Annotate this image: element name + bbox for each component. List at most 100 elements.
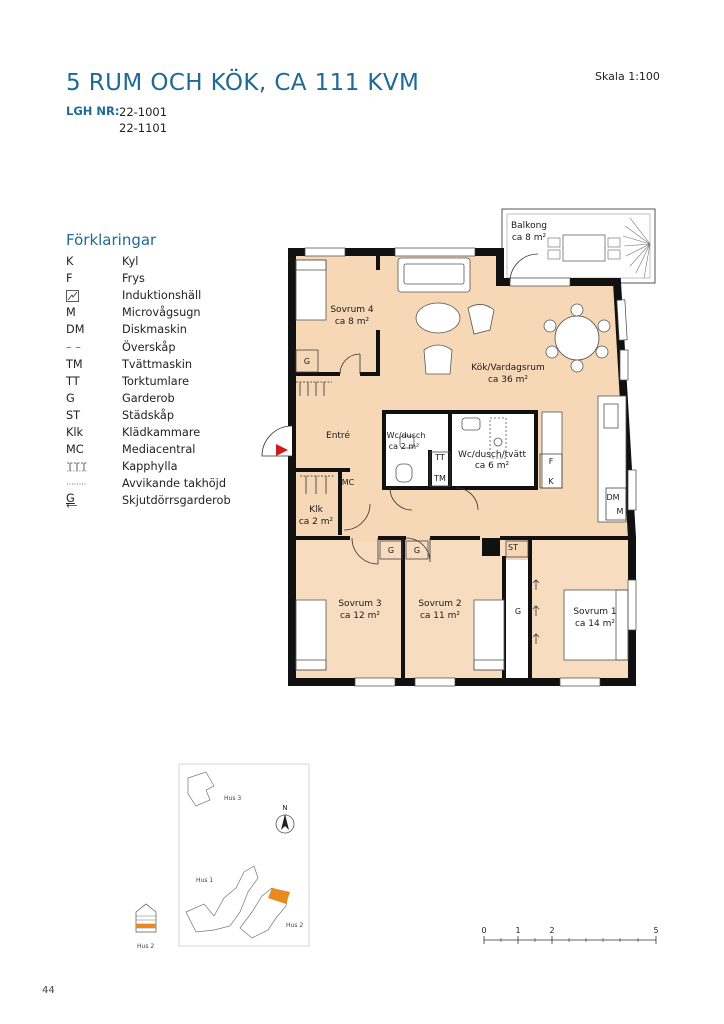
entrance-door xyxy=(261,425,293,457)
room-name: Sovrum 1 xyxy=(573,607,616,617)
doors xyxy=(339,353,479,565)
page-title: 5 RUM OCH KÖK, CA 111 KVM xyxy=(66,70,420,96)
apartment-number: 22-1001 xyxy=(119,105,168,119)
building-hus3 xyxy=(187,771,215,807)
legend-item: – –Överskåp xyxy=(66,338,231,355)
kitchen-counter xyxy=(597,395,627,523)
freezer-label: F xyxy=(549,457,554,466)
bed-sovrum2 xyxy=(473,599,505,671)
room-name: Klk xyxy=(309,505,323,515)
apartment-number-label: LGH NR: xyxy=(66,104,120,118)
legend-item: Induktionshäll xyxy=(66,287,231,304)
cleaning-cabinet-label: ST xyxy=(508,543,518,552)
page-number: 44 xyxy=(42,985,55,996)
legend-label: Klädkammare xyxy=(122,425,201,439)
room-area: ca 8 m² xyxy=(335,317,370,327)
elevation-icon: Hus 2 xyxy=(135,903,157,950)
sliding-door-arrows xyxy=(532,579,540,644)
scale-tick-label: 0 xyxy=(481,926,486,935)
scale-label: Skala 1:100 xyxy=(595,70,660,83)
coat-rack xyxy=(296,381,334,494)
dining-table xyxy=(554,315,600,361)
shower xyxy=(489,417,507,459)
legend-label: Mediacentral xyxy=(122,443,196,457)
dishwasher-label: DM xyxy=(606,493,619,502)
legend-item: Avvikande takhöjd xyxy=(66,475,231,492)
room-area: ca 12 m² xyxy=(340,611,380,621)
garderob-label: G xyxy=(388,546,394,555)
legend-abbr: G xyxy=(66,391,75,405)
hob xyxy=(603,403,619,429)
room-area: ca 14 m² xyxy=(575,619,615,629)
legend-label: Städskåp xyxy=(122,408,175,422)
legend-label: Kapphylla xyxy=(122,460,178,474)
entrance-arrow-icon xyxy=(276,444,288,456)
room-name: Sovrum 4 xyxy=(330,305,374,315)
legend-label: Tvättmaskin xyxy=(122,357,193,371)
room-name: Sovrum 2 xyxy=(418,599,461,609)
legend-abbr: MC xyxy=(66,443,84,457)
legend-abbr-text: G xyxy=(66,491,75,505)
toilet xyxy=(395,463,413,483)
interior-walls xyxy=(292,254,632,682)
dotted-line-icon xyxy=(67,483,87,485)
balcony-door xyxy=(509,253,539,283)
site-label-hus1: Hus 1 xyxy=(196,877,213,884)
legend-item: G Skjutdörrsgarderob xyxy=(66,492,231,509)
balcony-sunshade xyxy=(622,217,651,279)
elevation-label: Hus 2 xyxy=(137,943,154,950)
legend-label: Skjutdörrsgarderob xyxy=(122,494,231,508)
room-area: ca 2 m² xyxy=(389,442,419,451)
wardrobes xyxy=(295,349,627,560)
sofa xyxy=(397,257,471,293)
legend-label: Avvikande takhöjd xyxy=(122,477,226,491)
bed-sovrum3 xyxy=(295,599,327,671)
legend-abbr: DM xyxy=(66,323,85,337)
legend-abbr: TM xyxy=(66,357,83,371)
bathroom-sink xyxy=(461,417,481,431)
room-area: ca 2 m² xyxy=(299,517,334,527)
site-plan: N Hus 3 Hus 1 Hus 2 xyxy=(178,763,310,947)
legend-abbr: G xyxy=(66,491,122,508)
legend-abbr: TT xyxy=(66,374,80,388)
apartment-number: 22-1101 xyxy=(119,121,168,135)
room-name: Wc/dusch xyxy=(387,431,426,440)
sliding-door-icon xyxy=(66,503,77,508)
legend-label: Överskåp xyxy=(122,340,176,354)
apartment-highlight xyxy=(268,888,290,904)
furniture xyxy=(295,257,629,671)
garderob-label: G xyxy=(414,546,420,555)
room-name: Wc/dusch/tvätt xyxy=(458,450,527,460)
wardrobe-corridor xyxy=(506,560,528,680)
apartment-numbers: 22-1001 22-1101 xyxy=(119,104,167,136)
site-label-hus3: Hus 3 xyxy=(224,795,241,802)
compass: N xyxy=(275,804,295,834)
room-name: Balkong xyxy=(511,221,547,231)
legend-item: TM Tvättmaskin xyxy=(66,356,231,373)
coffee-table xyxy=(415,302,461,334)
dryer-label: TT xyxy=(434,453,445,462)
legend-item: ST Städskåp xyxy=(66,407,231,424)
room-area: ca 36 m² xyxy=(488,375,528,385)
balcony xyxy=(501,208,656,284)
room-area: ca 8 m² xyxy=(512,233,547,243)
induction-hob-icon xyxy=(66,289,79,302)
legend-abbr: ST xyxy=(66,408,81,422)
garderob-label: G xyxy=(304,357,310,366)
room-name: Sovrum 3 xyxy=(338,599,381,609)
garderob-label: G xyxy=(515,607,521,616)
legend-abbr xyxy=(66,461,122,473)
cleaning-cabinet xyxy=(482,538,500,556)
room-area: ca 6 m² xyxy=(475,461,510,471)
windows xyxy=(304,247,637,687)
building-hus1 xyxy=(185,865,259,933)
scale-tick-label: 2 xyxy=(549,926,554,935)
scale-tick-label: 5 xyxy=(653,926,658,935)
site-label-hus2: Hus 2 xyxy=(286,922,303,929)
